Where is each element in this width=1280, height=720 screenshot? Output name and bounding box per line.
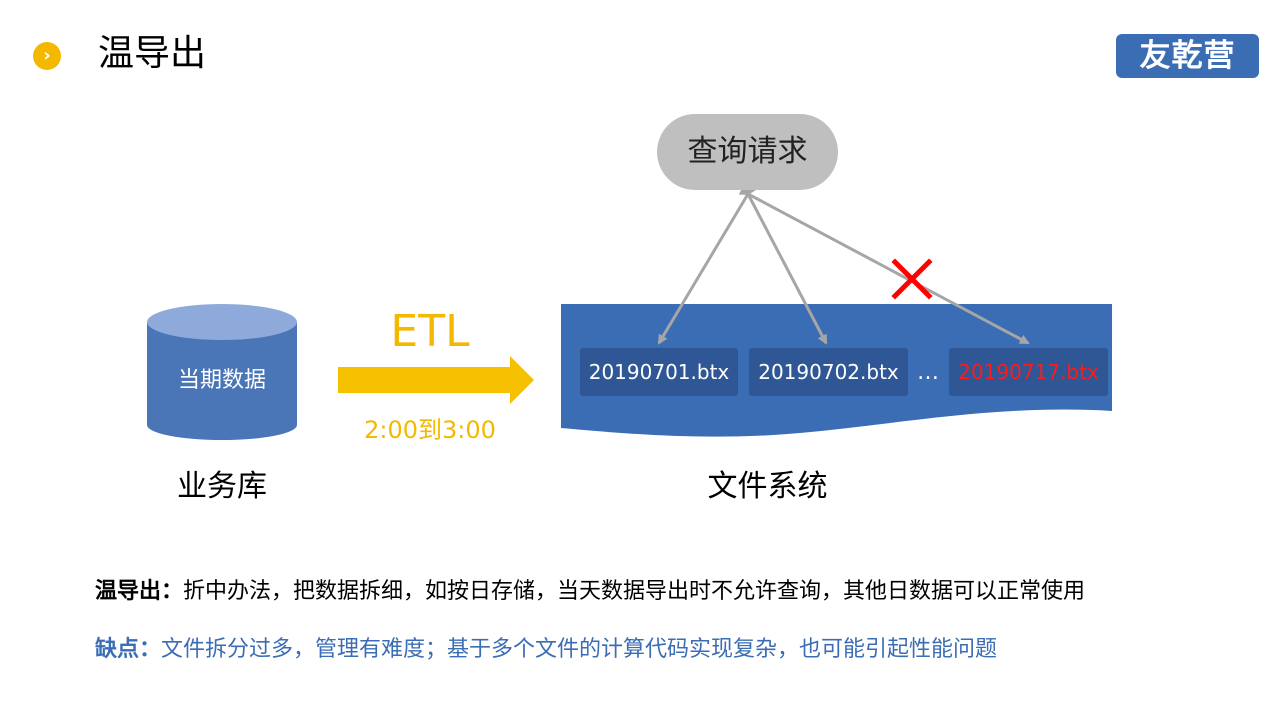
database-cylinder	[147, 304, 297, 440]
arrow-to-file-1	[657, 184, 757, 345]
warm-export-note: 温导出：折中办法，把数据拆细，如按日存储，当天数据导出时不允许查询，其他日数据可…	[95, 574, 1085, 610]
filesystem-caption: 文件系统	[707, 469, 828, 504]
warm-export-label: 温导出：	[95, 579, 184, 604]
query-arrows	[657, 184, 1030, 345]
drawbacks-text: 文件拆分过多，管理有难度；基于多个文件的计算代码实现复杂，也可能引起性能问题	[161, 637, 998, 662]
etl-label: ETL	[390, 306, 470, 357]
drawbacks-label: 缺点：	[95, 637, 162, 662]
database-caption: 业务库	[177, 469, 267, 504]
brand-logo: 友乾营	[1116, 34, 1259, 78]
file-box: 20190702.btx	[749, 348, 908, 396]
page-title: 温导出	[98, 33, 207, 74]
chevron-right-icon: ›	[33, 42, 61, 70]
database-inner-label: 当期数据	[177, 368, 266, 393]
arrow-to-file-3	[738, 185, 1030, 345]
file-ellipsis: …	[917, 360, 939, 385]
file-box: 20190701.btx	[580, 348, 738, 396]
file-box-blocked: 20190717.btx	[949, 348, 1108, 396]
drawbacks-note: 缺点：文件拆分过多，管理有难度；基于多个文件的计算代码实现复杂，也可能引起性能问…	[95, 632, 997, 668]
warm-export-text: 折中办法，把数据拆细，如按日存储，当天数据导出时不允许查询，其他日数据可以正常使…	[183, 579, 1086, 604]
etl-arrow	[338, 356, 534, 404]
blocked-cross-icon	[891, 258, 933, 300]
query-request-bubble: 查询请求	[657, 114, 838, 190]
etl-time: 2:00到3:00	[364, 416, 496, 444]
